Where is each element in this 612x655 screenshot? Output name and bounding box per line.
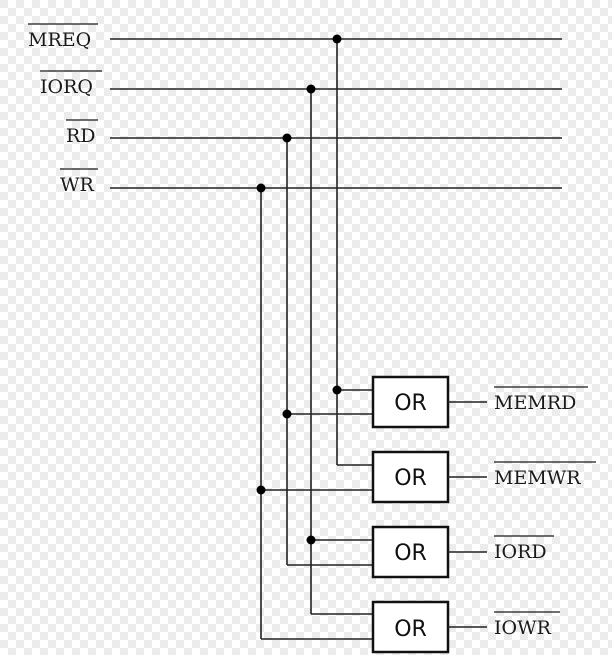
junction-dot-wr-branch xyxy=(256,485,266,495)
or-gate-label: OR xyxy=(394,617,427,642)
input-label-wr: WR xyxy=(60,174,95,196)
junction-dot-mreq xyxy=(332,34,342,44)
or-gate-label: OR xyxy=(394,391,427,416)
or-gate-label: OR xyxy=(394,466,427,491)
input-label-rd: RD xyxy=(66,125,96,147)
junction-dot-wr xyxy=(256,183,266,193)
input-label-mreq: MREQ xyxy=(28,29,91,51)
or-gate-box xyxy=(371,600,450,654)
output-label-iowr: IOWR xyxy=(494,617,552,639)
or-gate-box xyxy=(371,375,450,429)
junction-dot-mreq-branch xyxy=(332,385,342,395)
or-gate-iowr: OR xyxy=(371,600,450,654)
junction-dot-rd xyxy=(282,133,292,143)
output-label-memrd: MEMRD xyxy=(494,392,576,414)
output-label-iord: IORD xyxy=(494,541,547,563)
or-gate-memwr: OR xyxy=(371,450,450,504)
junction-dot-rd-branch xyxy=(282,409,292,419)
or-gate-iord: OR xyxy=(371,525,450,579)
or-gate-label: OR xyxy=(394,541,427,566)
output-label-memwr: MEMWR xyxy=(494,467,581,489)
or-gate-box xyxy=(371,525,450,579)
input-label-iorq: IORQ xyxy=(40,76,93,98)
junction-dot-iorq-branch xyxy=(306,535,316,545)
junction-dot-iorq xyxy=(306,84,316,94)
or-gate-memrd: OR xyxy=(371,375,450,429)
or-gate-box xyxy=(371,450,450,504)
